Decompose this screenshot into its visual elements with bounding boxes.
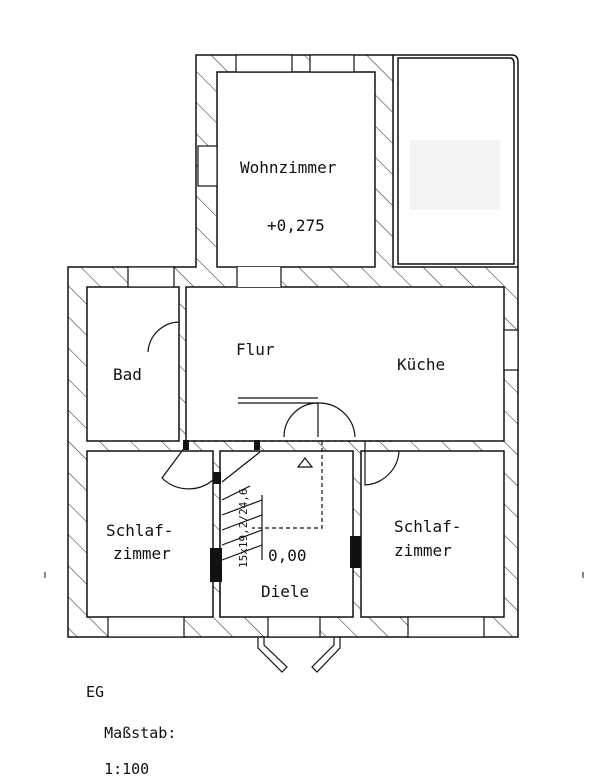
scale-value: 1:100 — [104, 760, 150, 778]
entrance-steps — [257, 637, 341, 673]
window-kueche — [503, 329, 519, 371]
window-diele — [267, 616, 321, 638]
room-label-bad: Bad — [113, 365, 142, 384]
door-swings — [147, 321, 400, 490]
room-label-wohnzimmer: Wohnzimmer — [240, 158, 337, 177]
window-wohnzimmer-top-left — [235, 54, 293, 73]
window-wohnzimmer-top-right — [309, 54, 355, 73]
room-label-diele: Diele — [261, 582, 309, 601]
floor-plan: 15x19,2/24,6 Wohnzimmer +0,275 Flur Bad … — [44, 54, 584, 673]
door-schlafzimmer-right — [364, 441, 400, 486]
room-label-schlafzimmer-left-2: zimmer — [113, 544, 171, 563]
stair-label: 15x19,2/24,6 — [237, 489, 250, 568]
level-marker-icon — [296, 457, 314, 468]
door-bad — [147, 321, 180, 353]
windows — [107, 54, 519, 638]
door-schlafzimmer-left — [161, 446, 214, 490]
room-label-schlafzimmer-right-1: Schlaf- — [394, 517, 461, 536]
scale-row: Maßstab: 1:100 — [86, 706, 176, 778]
level-diele: 0,00 — [268, 546, 307, 565]
level-wohnzimmer: +0,275 — [267, 216, 325, 235]
black-columns — [183, 440, 361, 582]
door-opening-wohnzimmer — [237, 267, 281, 287]
window-schlafzimmer-left — [107, 616, 185, 638]
scale-label: Maßstab: — [104, 724, 177, 742]
dashed-lines — [186, 440, 392, 529]
terrace — [393, 54, 519, 267]
window-wohnzimmer-left — [197, 145, 218, 187]
floor-label: EG — [86, 683, 105, 701]
door-diele-right — [317, 402, 356, 438]
walls — [68, 55, 518, 637]
room-label-schlafzimmer-right-2: zimmer — [394, 541, 452, 560]
window-schlafzimmer-right — [407, 616, 485, 638]
room-label-kueche: Küche — [397, 355, 445, 374]
window-bad — [127, 266, 175, 288]
room-label-schlafzimmer-left-1: Schlaf- — [106, 521, 173, 540]
room-label-flur: Flur — [236, 340, 275, 359]
